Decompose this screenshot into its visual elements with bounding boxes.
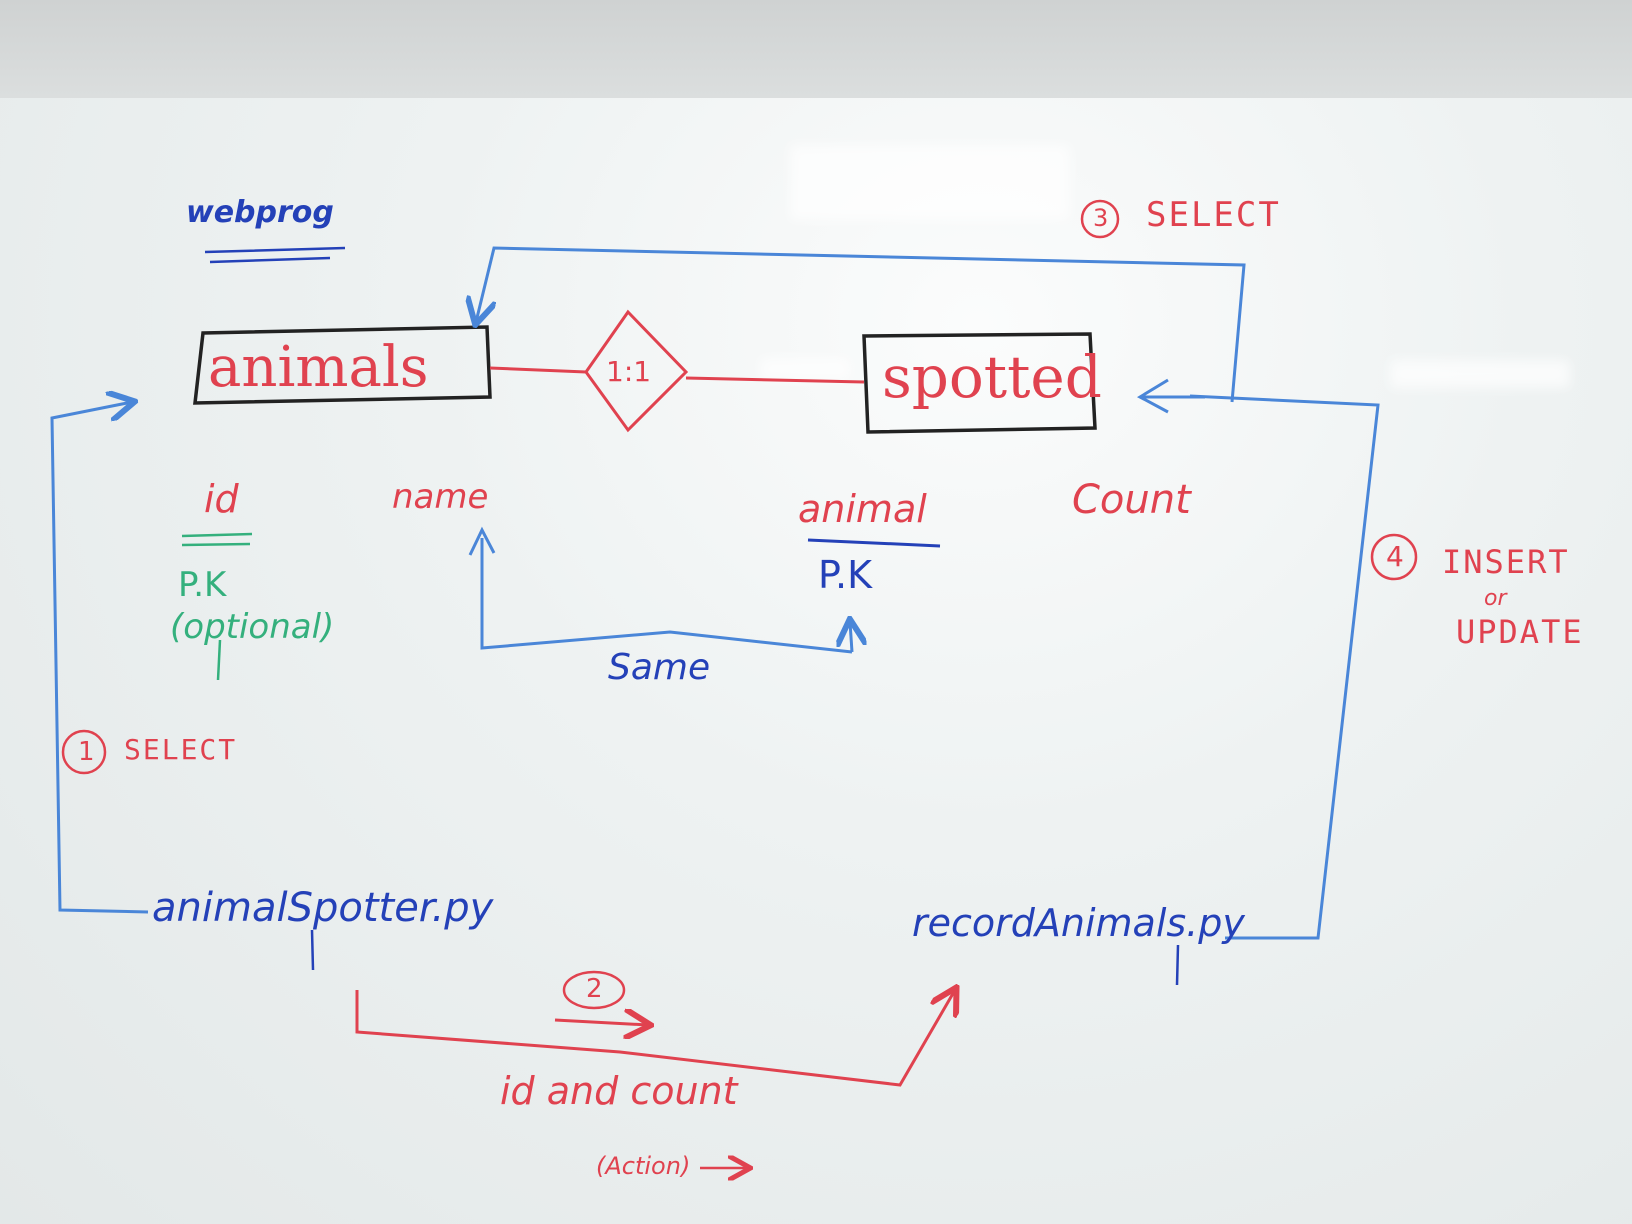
step4-circle: [1370, 533, 1418, 581]
attribute-name: name: [392, 477, 489, 517]
same-link-arrow: [850, 622, 852, 653]
green-stem: [216, 639, 222, 681]
step4-insert-path: [1189, 394, 1380, 940]
script-animal-spotter: animalSpotter.py: [152, 885, 494, 931]
attribute-id-pk: P.K: [178, 565, 227, 605]
entity-animals-label: animals: [208, 335, 429, 400]
step2-small-arrow: [554, 1020, 648, 1025]
whiteboard: [0, 98, 1632, 1224]
light-glare: [790, 145, 1070, 220]
step1-number: 1: [78, 737, 95, 767]
attribute-animal-pk: P.K: [818, 553, 872, 597]
step3-label: SELECT: [1146, 195, 1281, 235]
record-stem: [1175, 944, 1180, 986]
attribute-count: Count: [1072, 477, 1191, 523]
diagram-title: webprog: [186, 195, 334, 230]
step3-circle: [1080, 199, 1120, 239]
step4-insert-label: INSERT: [1442, 543, 1570, 581]
same-link-line: [480, 538, 853, 654]
script-record-animals: recordAnimals.py: [912, 901, 1245, 945]
animals-relationship-line: [489, 366, 587, 374]
animals-box: [193, 325, 492, 405]
entity-spotted-label: spotted: [882, 343, 1102, 411]
step1-circle: [61, 729, 107, 775]
light-glare: [760, 358, 850, 380]
step1-select-path: [50, 402, 149, 914]
animal-underline: [807, 538, 941, 548]
same-label: Same: [608, 647, 711, 688]
step4-number: 4: [1386, 540, 1404, 573]
spotted-box: [862, 332, 1097, 434]
relationship-label: 1:1: [606, 355, 652, 388]
step4-arrowhead: [1136, 378, 1205, 414]
attribute-animal: animal: [798, 487, 927, 531]
transfer-params-label: id and count: [500, 1069, 738, 1113]
step2-circle: [562, 970, 626, 1010]
light-glare: [1390, 360, 1570, 388]
step2-path: [355, 990, 955, 1087]
step3-select-path: [476, 246, 1246, 403]
spotter-stem: [310, 929, 315, 971]
title-underline: [204, 246, 346, 264]
step3-number: 3: [1093, 204, 1109, 232]
relationship-spotted-line: [685, 376, 865, 384]
attribute-id-optional: (optional): [170, 607, 335, 647]
step2-number: 2: [586, 974, 603, 1004]
same-link-arrowhead-left: [468, 526, 496, 556]
wall-background: [0, 0, 1632, 105]
step4-update-label: UPDATE: [1456, 613, 1584, 651]
id-underline: [181, 532, 253, 547]
relationship-diamond: [584, 309, 689, 433]
transfer-action-label: (Action): [596, 1152, 691, 1180]
attribute-id: id: [204, 477, 239, 521]
step1-label: SELECT: [124, 733, 238, 766]
step4-or-label: or: [1484, 586, 1507, 611]
